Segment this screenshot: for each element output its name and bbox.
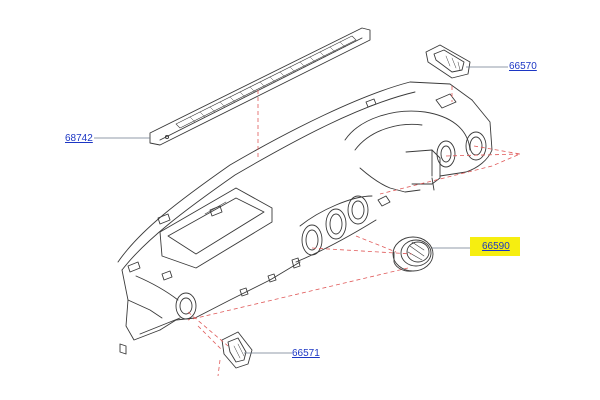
defroster-grille-part [149,27,371,146]
callout-66571[interactable]: 66571 [292,348,320,359]
assembly-dashed-lines [187,86,522,377]
callout-66590-highlighted[interactable]: 66590 [470,237,520,256]
side-vent-lower-left-part [221,331,253,369]
callout-68742[interactable]: 68742 [65,133,93,144]
callout-66570[interactable]: 66570 [509,61,537,72]
callout-leaders [94,66,508,354]
side-vent-upper-right-part [425,44,471,79]
dashboard-panel [117,81,493,355]
round-center-vent-part [392,236,434,272]
